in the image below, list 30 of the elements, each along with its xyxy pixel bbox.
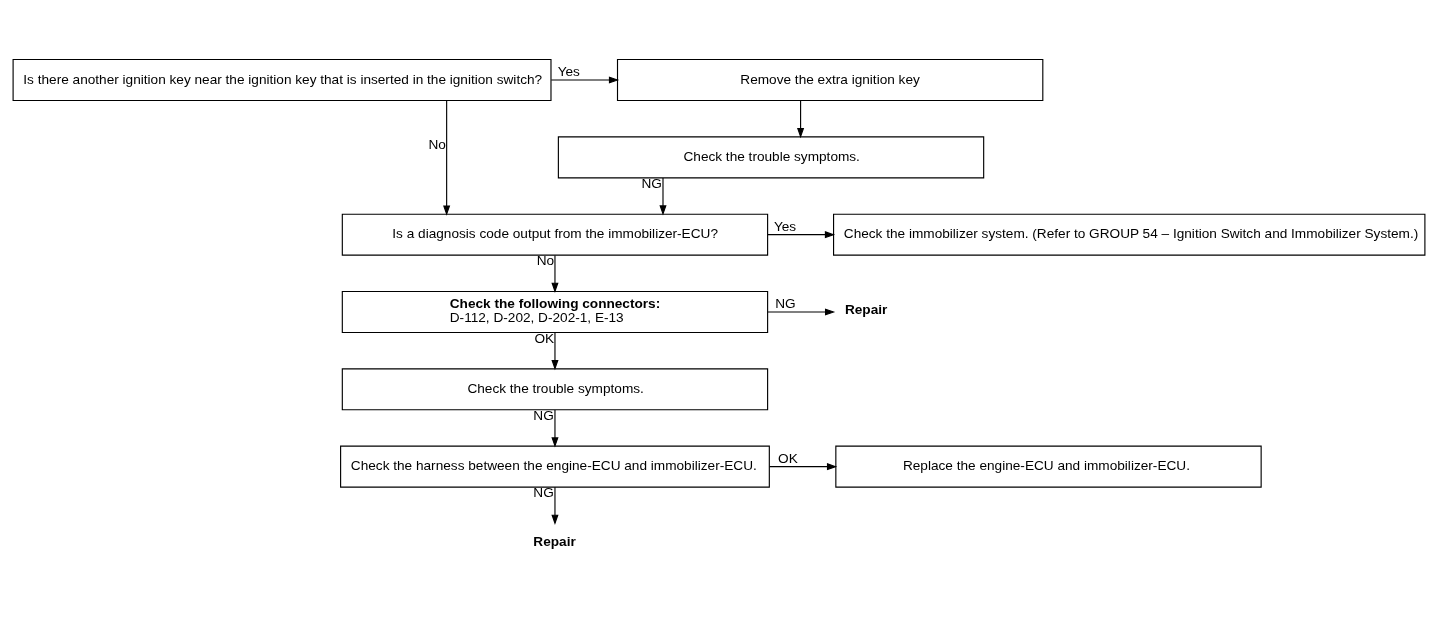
node-box: Check the following connectors: D-112, D-202, D-202-1, E-13 <box>341 290 769 333</box>
edge-label: No <box>428 136 446 152</box>
arrow <box>767 307 836 316</box>
node-box: Remove the extra ignition key <box>616 58 1044 101</box>
edge-label: NG <box>533 407 554 423</box>
arrow <box>550 75 620 84</box>
edge-label: Yes <box>557 63 580 79</box>
edge-label: NG <box>641 175 662 191</box>
node-box: Check the harness between the engine-ECU and immobilizer-ECU. <box>340 445 770 488</box>
edge-label: OK <box>534 330 555 346</box>
node-text: Repair <box>844 301 888 317</box>
arrow <box>767 230 836 238</box>
edge-label: Yes <box>773 218 797 234</box>
arrow <box>551 486 559 525</box>
arrow <box>551 254 559 293</box>
edge-label: NG <box>775 295 796 311</box>
arrow <box>551 409 559 448</box>
node-box: Is there another ignition key near the ignition key that is inserted in the ignition switch? <box>12 58 552 101</box>
arrow <box>443 99 451 216</box>
arrow <box>769 462 838 470</box>
node-box: Check the trouble symptoms. <box>341 367 769 410</box>
node-box: Check the trouble symptoms. <box>557 135 985 178</box>
node-box: Check the immobilizer system. (Refer to GROUP 54 – Ignition Switch and Immobilizer System.) <box>833 213 1426 256</box>
node-text: Repair <box>533 533 576 549</box>
node-box: Replace the engine-ECU and immobilizer-ECU. <box>835 445 1262 488</box>
arrow <box>797 99 805 138</box>
arrow <box>551 331 559 370</box>
edge-label: OK <box>778 450 798 466</box>
node-box: Is a diagnosis code output from the immobilizer-ECU? <box>341 213 769 256</box>
arrow <box>659 177 667 216</box>
